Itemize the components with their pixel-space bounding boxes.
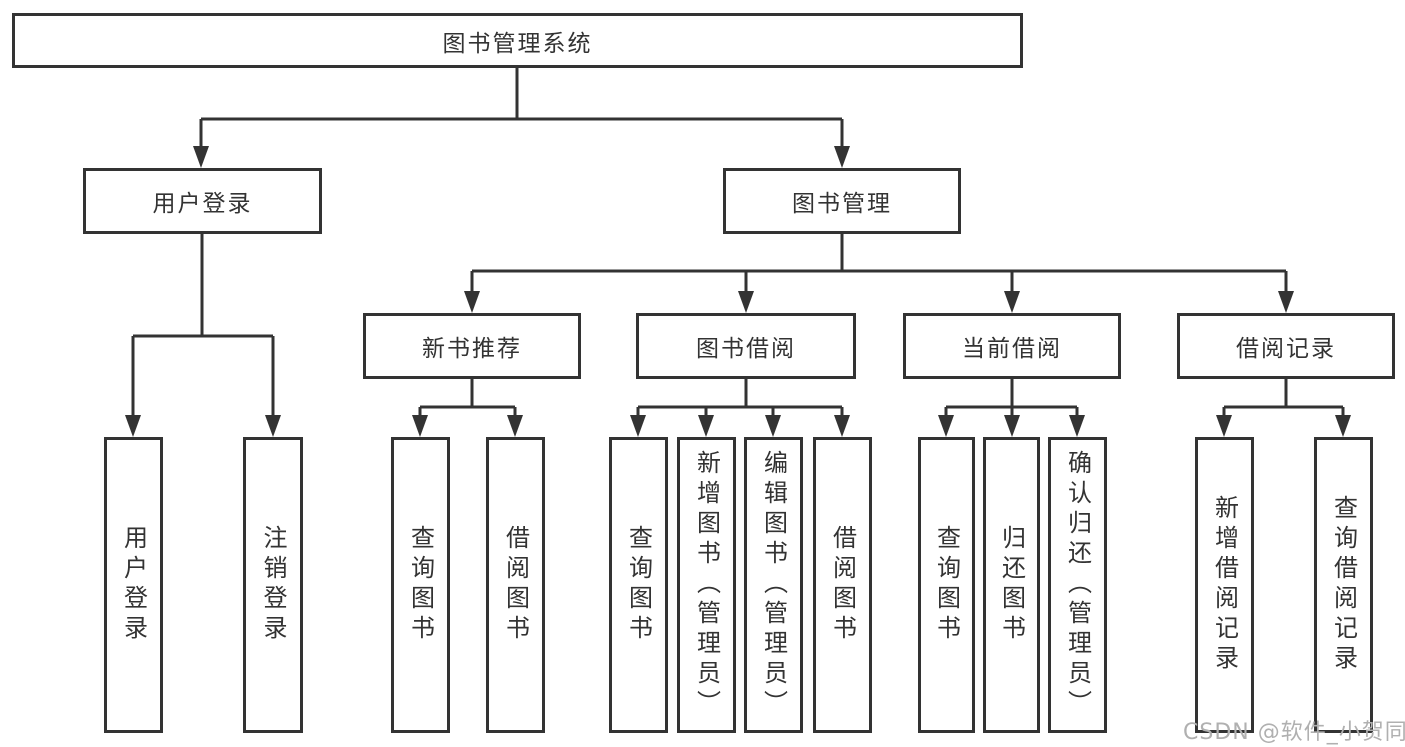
- arrowhead: [1216, 415, 1232, 437]
- node-book-management: 图书管理: [723, 168, 961, 234]
- arrowhead: [698, 415, 714, 437]
- arrowhead: [834, 415, 850, 437]
- node-label: 编辑图书（管理员）: [759, 450, 788, 720]
- node-book-borrowing: 图书借阅: [636, 313, 856, 379]
- arrowhead: [738, 291, 754, 313]
- node-label: 借阅图书: [828, 525, 857, 645]
- leaf-confirm-return-admin: 确认归还（管理员）: [1048, 437, 1107, 733]
- node-new-book-recommendation: 新书推荐: [363, 313, 581, 379]
- arrowhead: [265, 415, 281, 437]
- node-label: 用户登录: [152, 191, 253, 217]
- arrowhead: [938, 415, 954, 437]
- leaf-borrow-books-borrow: 借阅图书: [813, 437, 872, 733]
- leaf-add-book-admin: 新增图书（管理员）: [677, 437, 736, 733]
- leaf-query-books-borrow: 查询图书: [609, 437, 668, 733]
- node-label: 注销登录: [259, 525, 287, 645]
- connector-book-management-to-level3: [470, 234, 1288, 295]
- arrowhead: [507, 415, 523, 437]
- node-label: 用户登录: [119, 525, 148, 645]
- node-label: 归还图书: [997, 525, 1026, 645]
- node-label: 当前借阅: [962, 336, 1062, 362]
- node-label: 查询图书: [932, 525, 961, 645]
- leaf-borrow-books-recommend: 借阅图书: [486, 437, 545, 733]
- arrowhead: [412, 415, 428, 437]
- node-label: 确认归还（管理员）: [1063, 450, 1092, 720]
- node-label: 新增图书（管理员）: [692, 450, 721, 720]
- node-label: 图书管理: [792, 191, 892, 217]
- connector-current-borrow-to-leaves: [944, 379, 1079, 421]
- connector-records-to-leaves: [1222, 379, 1345, 421]
- arrowhead: [765, 415, 781, 437]
- node-label: 查询借阅记录: [1329, 495, 1358, 675]
- arrowheads: [125, 146, 1351, 437]
- connector-user-login-to-leaves: [131, 234, 275, 420]
- leaf-edit-book-admin: 编辑图书（管理员）: [744, 437, 803, 733]
- node-label: 查询图书: [624, 525, 653, 645]
- leaf-add-borrow-record: 新增借阅记录: [1195, 437, 1254, 733]
- node-borrowing-records: 借阅记录: [1177, 313, 1395, 379]
- watermark: CSDN @软件_小贺同学: [1183, 720, 1405, 745]
- connector-book-borrow-to-leaves: [636, 379, 844, 421]
- leaf-query-borrow-record: 查询借阅记录: [1314, 437, 1373, 733]
- connector-new-book-to-leaves: [418, 379, 517, 421]
- node-library-management-system: 图书管理系统: [12, 13, 1023, 68]
- arrowhead: [193, 146, 209, 168]
- arrowhead: [464, 291, 480, 313]
- arrowhead: [630, 415, 646, 437]
- node-current-borrowing: 当前借阅: [903, 313, 1121, 379]
- node-label: 借阅记录: [1236, 336, 1336, 362]
- connector-root-to-level2: [199, 68, 844, 150]
- leaf-return-books: 归还图书: [983, 437, 1040, 733]
- leaf-logout: 注销登录: [243, 437, 303, 733]
- node-label: 新书推荐: [422, 336, 522, 362]
- arrowhead: [1004, 415, 1020, 437]
- node-label: 新增借阅记录: [1210, 495, 1239, 675]
- leaf-query-books-current: 查询图书: [918, 437, 975, 733]
- arrowhead: [1069, 415, 1085, 437]
- arrowhead: [1004, 291, 1020, 313]
- node-label: 借阅图书: [501, 525, 530, 645]
- arrowhead: [1278, 291, 1294, 313]
- arrowhead: [834, 146, 850, 168]
- node-user-login: 用户登录: [83, 168, 322, 234]
- arrowhead: [1335, 415, 1351, 437]
- node-label: 查询图书: [406, 525, 435, 645]
- leaf-user-login: 用户登录: [104, 437, 163, 733]
- leaf-query-books-recommend: 查询图书: [391, 437, 450, 733]
- node-label: 图书管理系统: [442, 30, 593, 57]
- node-label: 图书借阅: [696, 336, 796, 362]
- arrowhead: [125, 415, 141, 437]
